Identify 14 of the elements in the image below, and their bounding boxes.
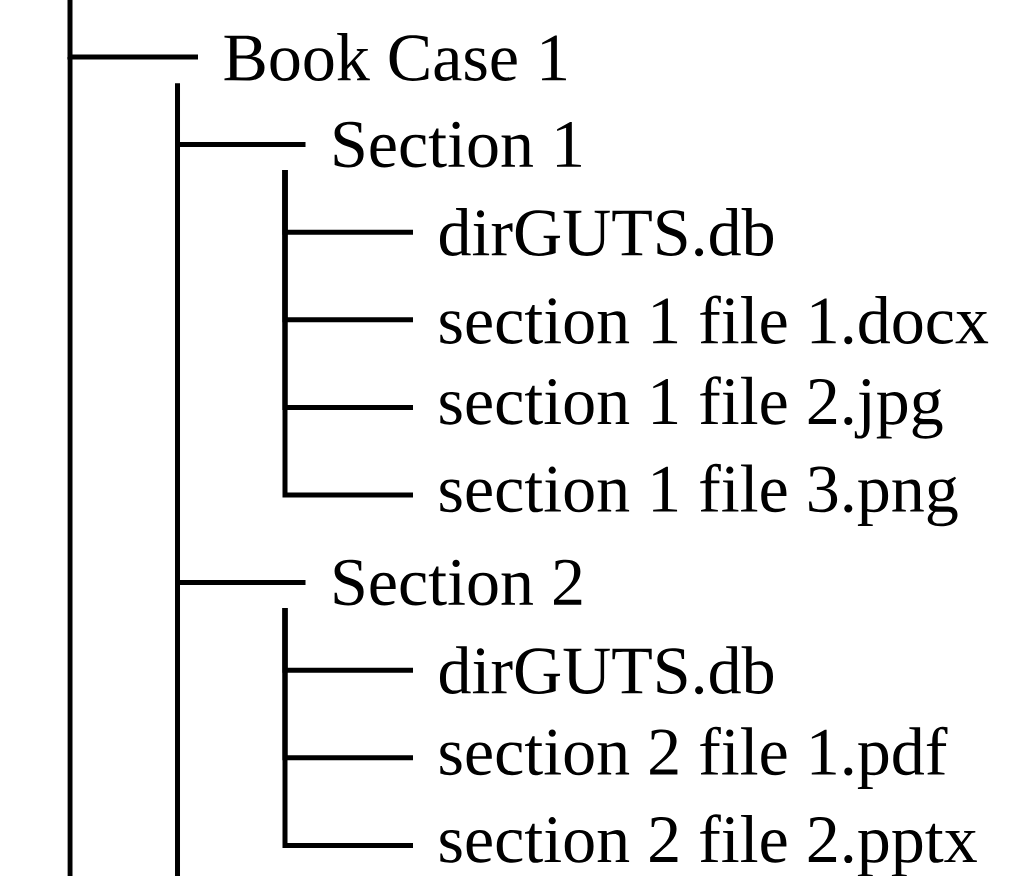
tree-connector (282, 169, 413, 498)
tree-connector (67, 0, 198, 60)
tree-item: Section 1 (334, 121, 581, 168)
tree-item: dirGUTS.db (439, 208, 773, 257)
tree-item: section 1 file 3.png (440, 463, 958, 527)
tree-connector (175, 83, 306, 586)
tree-item: section 2 file 2.pptx (440, 814, 977, 876)
tree-connector (282, 607, 413, 848)
tree-item: section 1 file 2.jpg (440, 376, 943, 439)
tree-item: Section 2 (334, 559, 582, 606)
tree-item: section 1 file 1.docx (440, 295, 989, 345)
tree-item: section 2 file 1.pdf (440, 726, 948, 789)
tree-item: dirGUTS.db (439, 646, 773, 695)
tree-item: Book Case 1 (224, 33, 566, 81)
